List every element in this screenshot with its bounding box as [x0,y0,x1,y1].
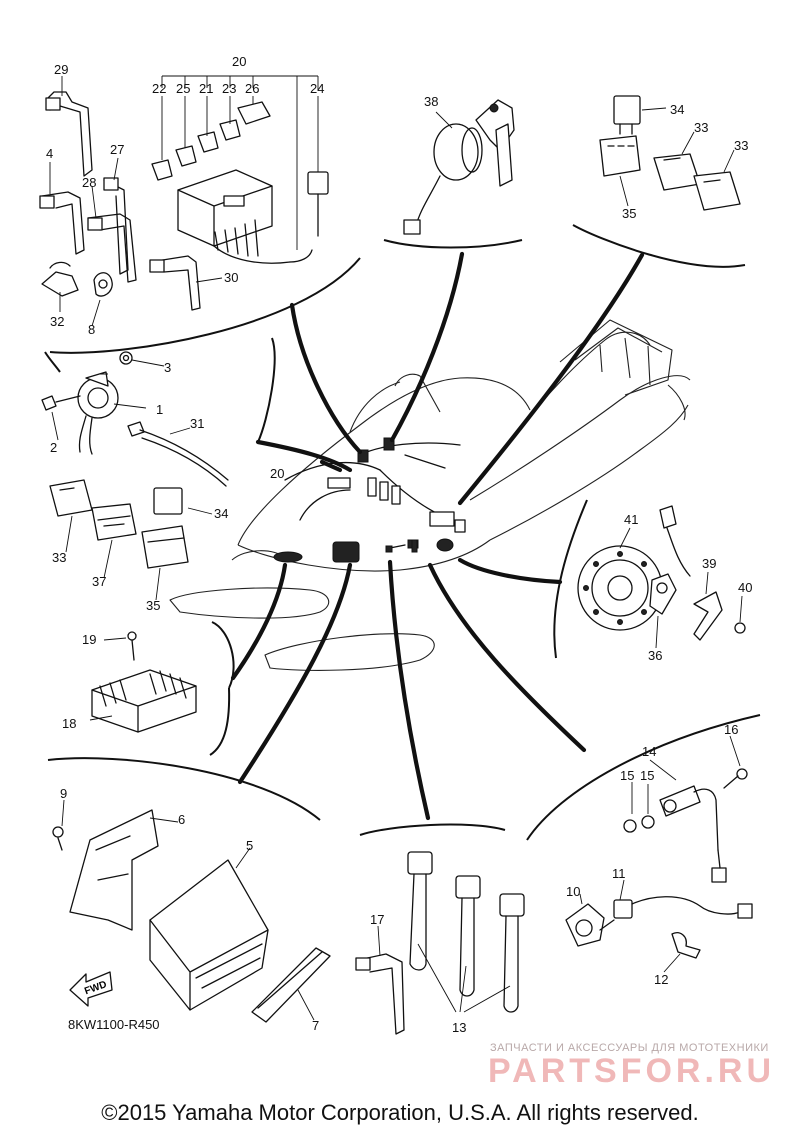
callout-33-top-a: 33 [694,120,708,135]
sensor-group [565,735,753,973]
callout-16: 16 [724,722,738,737]
watermark-caption: ЗАПЧАСТИ И АКСЕССУАРЫ ДЛЯ МОТОТЕХНИКИ [490,1042,769,1054]
callout-36: 37 [92,574,106,589]
callout-3: 3 [164,360,171,375]
callout-5: 5 [246,838,253,853]
callout-17: 17 [370,912,384,927]
callout-33-mid: 33 [52,550,66,565]
callout-35-mid: 35 [146,598,160,613]
callout-24: 25 [176,81,190,96]
callout-26: 26 [245,81,259,96]
callout-21: 21 [199,81,213,96]
callout-27: 27 [110,142,124,157]
callout-37: 38 [424,94,438,109]
ignition-switch-group [403,99,515,235]
callout-20-mid: 20 [270,466,284,481]
panel-brackets [44,224,761,841]
callout-19: 19 [82,632,96,647]
callout-25: 24 [310,81,324,96]
pointer-lines [230,251,645,821]
speed-sensor-group [577,505,746,649]
callout-41: 41 [624,512,638,527]
callout-31: 31 [190,416,204,431]
callout-9: 9 [60,786,67,801]
callout-4: 4 [46,146,53,161]
callout-18: 18 [62,716,76,731]
callout-32: 32 [50,314,64,329]
copyright-notice: ©2015 Yamaha Motor Corporation, U.S.A. A… [101,1100,699,1125]
callout-34-top: 34 [670,102,684,117]
relays-top-group [599,95,741,211]
callout-6: 6 [178,812,185,827]
callout-13: 13 [452,1020,466,1035]
callout-33-top-b: 33 [734,138,748,153]
callout-numbers: 20 22 25 21 23 26 24 29 4 27 28 30 32 8 … [46,54,752,1035]
callout-11: 11 [612,866,626,881]
callout-10: 10 [566,884,580,899]
callout-8: 8 [88,322,95,337]
svg-text:PARTSFOR.RU: PARTSFOR.RU [488,1052,775,1090]
callout-15-a: 15 [620,768,634,783]
callout-29: 29 [54,62,68,77]
drawing-code: 8KW1100-R450 [68,1017,160,1032]
callout-15-b: 15 [640,768,654,783]
rectifier-group [89,631,197,733]
callout-23: 23 [222,81,236,96]
watermark-logo: PARTSFOR.RU [488,1052,775,1090]
callout-40: 40 [738,580,752,595]
callout-34-mid: 34 [214,506,228,521]
callout-20-top: 20 [232,54,246,69]
callout-14: 14 [642,744,656,759]
callout-12: 12 [654,972,668,987]
callout-1: 1 [156,402,163,417]
ignition-coils-group [355,851,525,1035]
callout-28: 28 [82,175,96,190]
callout-22: 22 [152,81,166,96]
ecu-group [52,799,331,1023]
horn-relays-group [41,351,229,601]
fuse-box-group [39,75,329,327]
callout-7: 7 [312,1018,319,1033]
callout-30: 30 [224,270,238,285]
callout-35-top: 35 [622,206,636,221]
callout-38: 36 [648,648,662,663]
callout-2: 2 [50,440,57,455]
callout-39: 39 [702,556,716,571]
